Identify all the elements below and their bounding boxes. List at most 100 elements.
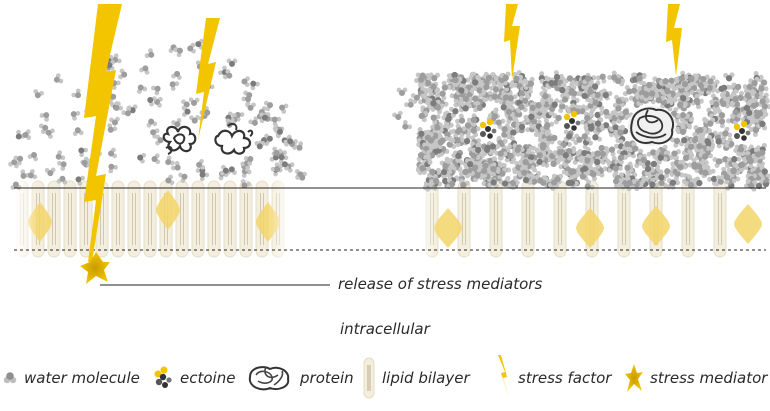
water-molecule: [483, 71, 496, 81]
water-molecule: [742, 151, 753, 162]
water-molecule: [670, 137, 681, 148]
water-molecule: [704, 117, 716, 127]
water-molecule: [656, 154, 668, 165]
water-molecule: [707, 75, 717, 87]
water-molecule: [272, 146, 283, 156]
water-molecule: [644, 165, 655, 176]
water-molecule: [222, 69, 233, 80]
water-molecule: [137, 152, 147, 164]
water-molecule: [613, 125, 624, 136]
water-molecule: [38, 123, 49, 135]
water-molecule: [624, 161, 634, 173]
water-molecule: [53, 73, 64, 84]
ectoine-molecule: [733, 120, 751, 141]
lipid-molecule: [63, 180, 77, 258]
water-molecule: [658, 78, 670, 88]
water-molecule: [448, 106, 459, 118]
water-molecule: [273, 127, 283, 139]
water-molecule: [414, 76, 425, 87]
water-molecule: [199, 171, 210, 182]
water-molecule: [684, 143, 695, 154]
water-molecule: [415, 165, 427, 175]
water-molecule: [609, 120, 619, 132]
water-molecule: [737, 144, 748, 156]
water-molecule: [427, 97, 437, 110]
legend-stress-factor-label: stress factor: [518, 369, 612, 387]
water-molecule: [570, 167, 581, 179]
water-molecule: [617, 154, 628, 165]
water-molecule: [729, 167, 741, 178]
water-molecule: [599, 108, 610, 120]
stress-factor-bolts: [84, 4, 682, 262]
water-molecule: [594, 89, 604, 102]
water-molecule: [584, 153, 595, 165]
water-molecule: [107, 123, 118, 133]
water-molecule: [524, 76, 535, 87]
water-molecule: [654, 170, 665, 181]
lipid-molecule: [553, 180, 567, 258]
water-molecule: [649, 177, 660, 188]
water-molecule: [549, 157, 561, 167]
water-molecule: [8, 159, 19, 169]
water-molecule: [71, 88, 82, 99]
water-molecule: [700, 74, 710, 86]
water-molecule: [714, 175, 724, 187]
water-molecule: [539, 78, 550, 91]
water-molecule: [515, 120, 527, 131]
water-molecule: [715, 138, 726, 149]
water-molecule: [622, 85, 633, 97]
water-molecule: [188, 97, 200, 106]
water-molecule: [517, 166, 528, 178]
lipid-bilayer-left: [14, 180, 294, 260]
water-molecule: [697, 126, 708, 138]
water-molecule: [535, 148, 547, 159]
water-molecule: [619, 108, 630, 119]
water-molecule: [241, 96, 252, 106]
water-molecule: [648, 90, 659, 101]
water-molecule: [612, 178, 624, 189]
membrane-protein-icon: [156, 190, 180, 230]
water-molecule: [460, 102, 472, 112]
water-molecule: [709, 100, 720, 111]
water-molecule: [109, 116, 120, 126]
water-molecule: [466, 116, 477, 127]
water-molecule: [187, 42, 196, 54]
protein-left-2: [214, 122, 254, 155]
water-molecule: [552, 113, 562, 125]
water-molecule: [169, 81, 180, 91]
water-molecule: [704, 147, 714, 159]
water-molecule: [78, 147, 88, 158]
water-molecule: [529, 101, 539, 114]
ectoine-icon: [154, 366, 172, 388]
water-molecule: [742, 109, 753, 120]
water-molecule: [279, 103, 289, 114]
water-molecule: [473, 101, 483, 113]
water-molecule: [144, 48, 155, 58]
intracellular-label: intracellular: [340, 320, 430, 338]
water-molecule: [455, 113, 466, 124]
water-molecule: [528, 109, 539, 120]
water-molecule: [139, 65, 150, 75]
water-molecule: [758, 165, 768, 177]
lipid-molecule: [713, 180, 727, 258]
water-molecule: [743, 88, 755, 99]
water-molecule: [507, 150, 517, 162]
water-molecule: [501, 177, 512, 189]
water-molecule: [730, 109, 742, 119]
water-molecule: [455, 123, 467, 134]
water-molecule: [432, 124, 444, 134]
water-molecule: [539, 91, 549, 103]
water-molecule: [701, 134, 712, 145]
lipid-molecule: [617, 180, 631, 258]
lipid-bilayer-icon: [363, 357, 375, 399]
legend-water: water molecule: [2, 362, 140, 394]
water-molecule: [509, 179, 520, 190]
legend-ectoine: ectoine: [152, 362, 235, 394]
water-molecule: [27, 168, 38, 180]
water-molecule: [426, 166, 436, 178]
water-molecule: [458, 83, 469, 94]
lipid-molecule: [47, 180, 61, 258]
water-molecule: [283, 134, 294, 145]
water-molecule: [181, 106, 191, 117]
legend-water-label: water molecule: [24, 369, 140, 387]
